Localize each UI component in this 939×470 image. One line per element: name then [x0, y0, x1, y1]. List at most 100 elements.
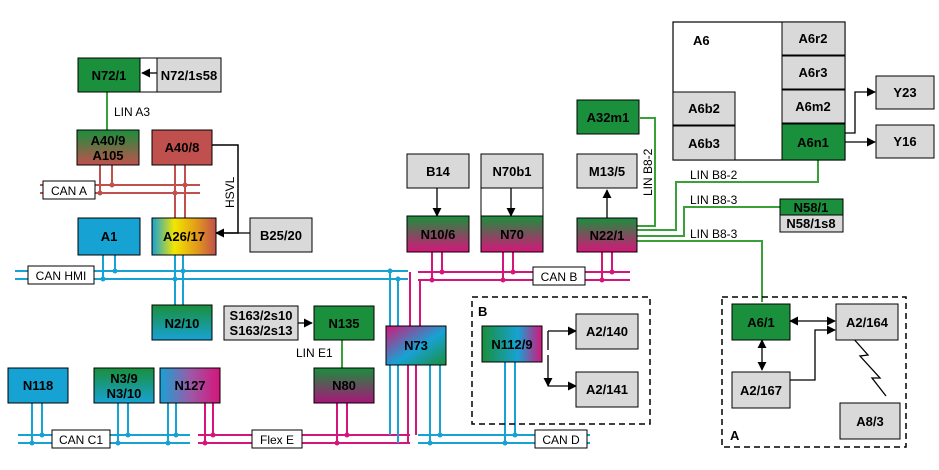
a6b3-label: A6b3 — [688, 136, 720, 151]
n70-label: N70 — [500, 227, 524, 242]
m13-5-label: M13/5 — [589, 164, 625, 179]
lin-b8-3-upper-label: LIN B8-3 — [690, 193, 738, 207]
can-b-tag — [532, 266, 586, 286]
can-c1-drops — [31, 403, 177, 443]
n10-6-label: N10/6 — [421, 227, 456, 242]
a2-167-module[interactable] — [731, 371, 791, 409]
can-c1-junctions — [29, 432, 179, 446]
can-hmi-drops — [102, 255, 399, 443]
a6r3-module[interactable] — [781, 55, 846, 90]
a6n1-label: A6n1 — [797, 135, 829, 150]
n22-1-module[interactable] — [576, 217, 638, 253]
b25-20-label: B25/20 — [260, 228, 302, 243]
s163-2s10-label: S163/2s10 — [230, 308, 293, 323]
a2-164-module[interactable] — [835, 303, 899, 341]
can-hmi-junctions — [100, 268, 401, 282]
can-d-tag — [534, 429, 588, 449]
wireless-link-icon — [851, 336, 887, 397]
a8-3-label: A8/3 — [856, 414, 883, 429]
s163-2s13-label: S163/2s13 — [230, 323, 293, 338]
flex-e-tag — [251, 429, 303, 449]
n72-1-label: N72/1 — [92, 68, 127, 83]
a6b2-module[interactable] — [672, 91, 736, 126]
a6b3-module[interactable] — [672, 125, 736, 161]
y16-module[interactable] — [875, 124, 935, 159]
group-b-box — [471, 296, 651, 425]
can-c1-label: CAN C1 — [59, 433, 103, 447]
can-a-label: CAN A — [51, 184, 87, 198]
a6n1-module[interactable] — [781, 123, 846, 161]
m13-5-module[interactable] — [576, 153, 638, 189]
a26-17-module[interactable] — [151, 217, 217, 256]
n58-1s8-module[interactable] — [779, 214, 844, 233]
a40-9-label: A40/9 — [91, 133, 126, 148]
can-a-junctions — [97, 182, 188, 196]
y23-module[interactable] — [875, 75, 935, 110]
a6-1-module[interactable] — [731, 303, 791, 341]
lin-b8-2-label: LIN B8-2 — [690, 168, 738, 182]
a6-1-label: A6/1 — [747, 315, 774, 330]
a2-164-label: A2/164 — [846, 315, 889, 330]
a32m1-module[interactable] — [576, 99, 640, 135]
flex-e-bus — [198, 434, 410, 444]
n135-label: N135 — [328, 316, 359, 331]
a2-140-module[interactable] — [575, 313, 639, 350]
can-b-drops — [409, 252, 613, 326]
n2-10-label: N2/10 — [165, 316, 200, 331]
lin-b8-2-vertical-label: LIN B8-2 — [641, 148, 655, 196]
a40-9-module[interactable] — [76, 129, 140, 166]
a2-140-label: A2/140 — [586, 324, 628, 339]
n80-module[interactable] — [313, 367, 375, 404]
lin-a3-label: LIN A3 — [114, 105, 150, 119]
can-a-drops — [99, 165, 186, 218]
can-d-label: CAN D — [542, 433, 580, 447]
b14-label: B14 — [426, 164, 451, 179]
a1-module[interactable] — [77, 217, 141, 256]
a40-8-module[interactable] — [151, 129, 213, 166]
n127-label: N127 — [174, 378, 205, 393]
n80-label: N80 — [332, 378, 356, 393]
n58-1s8-label: N58/1s8 — [786, 216, 835, 231]
y16-label: Y16 — [893, 134, 916, 149]
a105-label: A105 — [92, 148, 123, 163]
group-a-label: A — [730, 428, 740, 443]
n22-1-label: N22/1 — [590, 228, 625, 243]
can-d-drops — [429, 362, 516, 443]
n10-6-module[interactable] — [406, 215, 470, 253]
a6r2-module[interactable] — [781, 21, 846, 56]
n3-9-label: N3/9 — [110, 371, 137, 386]
a6-label: A6 — [693, 33, 710, 48]
n73-module[interactable] — [385, 325, 447, 366]
n127-module[interactable] — [159, 367, 221, 404]
can-d-junctions — [427, 432, 518, 446]
n3-module[interactable] — [93, 367, 155, 404]
a2-141-module[interactable] — [575, 371, 639, 408]
can-hmi-tag — [27, 265, 95, 285]
can-a-tag — [42, 180, 96, 200]
n112-9-module[interactable] — [481, 325, 543, 363]
lin-b8-3-lower-label: LIN B8-3 — [690, 227, 738, 241]
n2-10-module[interactable] — [151, 304, 213, 341]
n70b1-module[interactable] — [480, 153, 544, 189]
n112-9-label: N112/9 — [491, 337, 532, 352]
n118-module[interactable] — [7, 367, 69, 404]
n3-10-label: N3/10 — [107, 386, 142, 401]
n70-module[interactable] — [480, 215, 544, 253]
b14-module[interactable] — [406, 153, 470, 189]
flex-e-label: Flex E — [260, 433, 294, 447]
can-hmi-label: CAN HMI — [36, 269, 87, 283]
s163-module[interactable] — [223, 305, 299, 341]
a8-3-module[interactable] — [839, 402, 901, 440]
n72-1s58-module[interactable] — [156, 57, 222, 93]
n135-module[interactable] — [313, 305, 375, 341]
group-b-label: B — [478, 304, 487, 319]
flex-e-drops — [204, 365, 417, 443]
a32m1-label: A32m1 — [587, 110, 630, 125]
a6b2-label: A6b2 — [688, 101, 720, 116]
b25-20-module[interactable] — [249, 217, 313, 253]
can-b-bus — [418, 271, 630, 281]
a6r2-label: A6r2 — [799, 31, 828, 46]
n72-1-module[interactable] — [77, 57, 141, 93]
a6m2-module[interactable] — [781, 89, 846, 124]
